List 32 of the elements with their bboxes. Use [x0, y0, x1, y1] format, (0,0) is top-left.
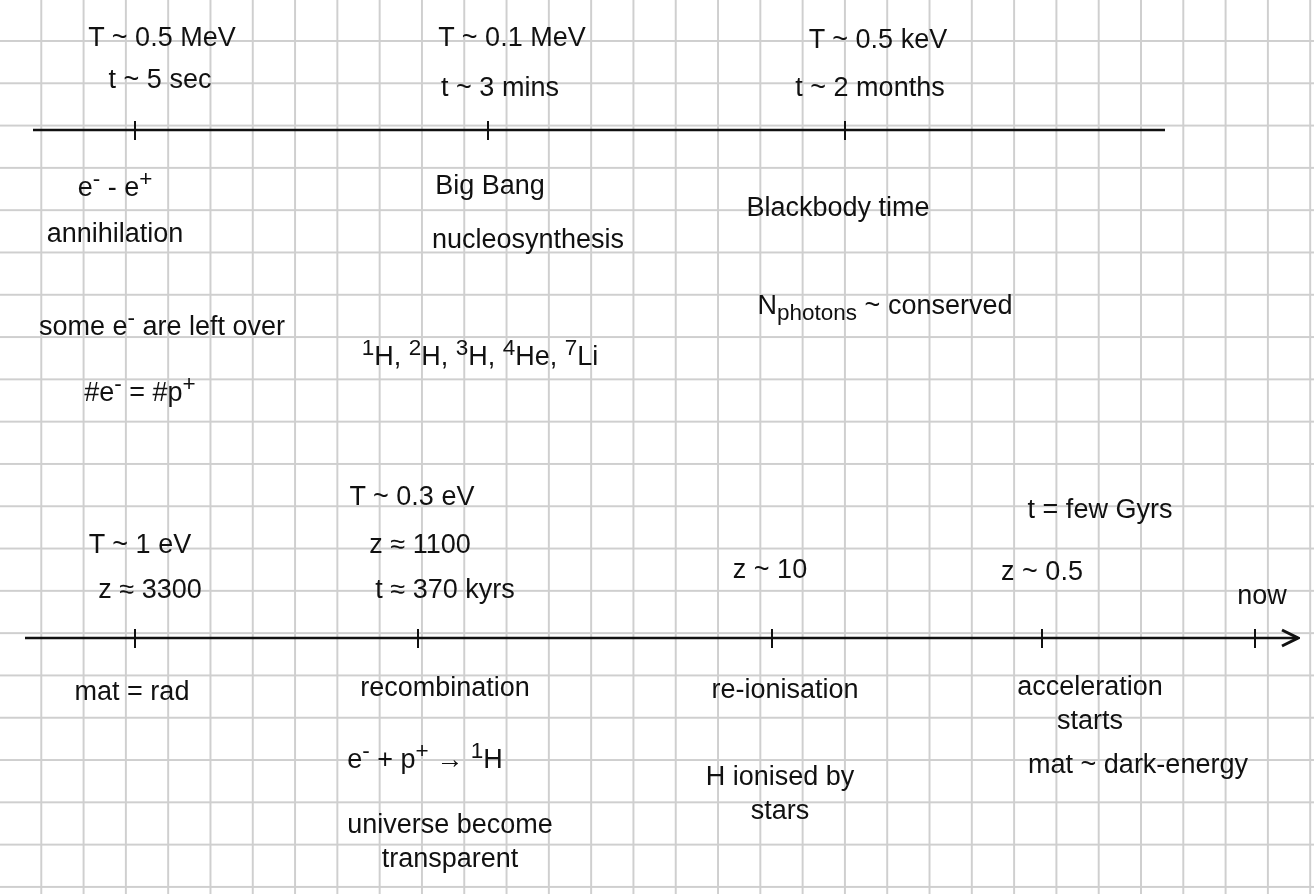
- note-text: mat = rad: [74, 675, 190, 709]
- note-text: z ~ 0.5: [1001, 555, 1083, 589]
- note-text: Blackbody time: [745, 191, 931, 225]
- note-text: t ~ 2 months: [795, 71, 945, 105]
- note-text: #e$^{-}$ = #p$^{+}$: [84, 370, 196, 410]
- note-text: T ~ 0.3 eV: [349, 480, 475, 514]
- note-text: t ≈ 370 kyrs: [375, 573, 515, 607]
- note-text: T ~ 0.5 keV: [808, 23, 948, 57]
- note-text: $^{1}$H, $^{2}$H, $^{3}$H, $^{4}$He, $^{7}$Li: [360, 334, 600, 374]
- note-text: N$_{photons}$ ~ conserved: [757, 288, 1013, 328]
- note-text: e$^{-}$ - e$^{+}$: [77, 165, 153, 205]
- note-text: T ~ 1 eV: [88, 528, 192, 562]
- note-text: Big Bang: [435, 169, 545, 203]
- note-text: T ~ 0.1 MeV: [438, 21, 586, 55]
- note-text: recombination: [360, 671, 530, 705]
- note-text: z ~ 10: [732, 553, 808, 587]
- note-text: T ~ 0.5 MeV: [88, 21, 236, 55]
- note-text: some e$^{-}$ are left over: [37, 304, 287, 344]
- note-text: t ~ 3 mins: [441, 71, 559, 105]
- note-text: nucleosynthesis: [431, 223, 625, 257]
- note-text: now: [1237, 579, 1287, 613]
- note-text: acceleration starts: [1016, 670, 1164, 737]
- note-text: t = few Gyrs: [1027, 493, 1173, 527]
- note-text: H ionised by stars: [704, 760, 856, 827]
- note-text: e$^{-}$ + p$^{+}$ → $^{1}$H: [347, 737, 503, 777]
- note-text: mat ~ dark-energy: [1028, 748, 1248, 782]
- note-text: annihilation: [46, 217, 184, 251]
- note-text: z ≈ 1100: [369, 528, 471, 562]
- note-text: t ~ 5 sec: [108, 63, 212, 97]
- note-text: z ≈ 3300: [98, 573, 202, 607]
- note-text: universe become transparent: [346, 808, 554, 875]
- note-text: re-ionisation: [711, 673, 859, 707]
